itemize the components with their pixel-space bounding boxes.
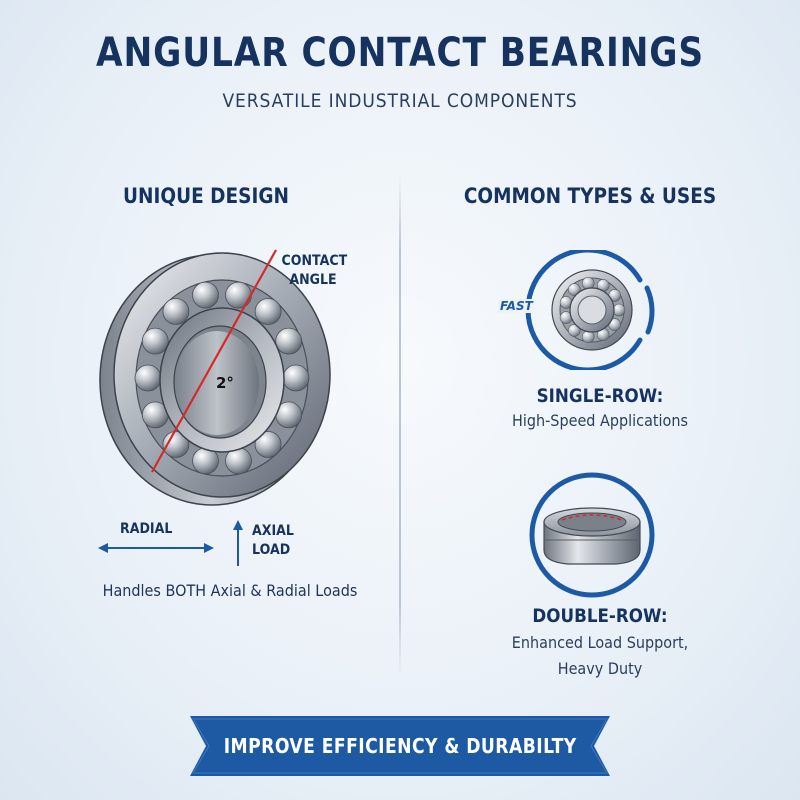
axial-arrow-icon [233, 520, 243, 566]
single-row-ball [568, 283, 581, 296]
axial-load-label: AXIAL LOAD [252, 522, 294, 560]
double-row-desc-line2: Heavy Duty [557, 659, 643, 678]
single-row-title: SINGLE-ROW: [536, 385, 664, 407]
banner-text: IMPROVE EFFICIENCY & DURABILTY [190, 716, 610, 776]
load-arrows [98, 520, 243, 566]
fast-badge: FAST [498, 299, 535, 313]
contact-angle-label-line2: ANGLE [289, 272, 337, 288]
bearing-ball [254, 298, 282, 325]
single-row-ball [568, 324, 581, 337]
axial-label-line2: LOAD [252, 542, 291, 558]
radial-label: RADIAL [120, 521, 173, 537]
bearing-ball [254, 431, 282, 458]
radial-arrow-icon [98, 543, 214, 553]
bearing-ball [141, 327, 169, 355]
single-row-desc: High-Speed Applications [512, 411, 688, 430]
contact-angle-label-line1: CONTACT [281, 253, 348, 269]
double-row-bearing-icon [529, 472, 655, 598]
bearing-ball [134, 364, 162, 392]
double-row-desc-line1: Enhanced Load Support, [511, 633, 689, 652]
double-row-desc: Enhanced Load Support, Heavy Duty [429, 630, 771, 682]
unique-design-heading: UNIQUE DESIGN [123, 184, 289, 208]
bearing-ball [225, 281, 252, 309]
banner-label: IMPROVE EFFICIENCY & DURABILTY [223, 734, 577, 758]
bearing-ball [275, 327, 303, 355]
bearing-ball [162, 431, 190, 458]
axial-label-line1: AXIAL [252, 523, 294, 539]
loads-caption: Handles BOTH Axial & Radial Loads [102, 581, 358, 600]
angular-contact-bearing-icon: 2° [99, 249, 331, 506]
common-types-heading: COMMON TYPES & USES [463, 184, 717, 208]
contact-angle-label: CONTACT ANGLE [281, 252, 348, 290]
bearing-ball [282, 364, 310, 392]
bearing-ball [162, 298, 190, 325]
single-row-ball [612, 303, 626, 317]
call-to-action-banner [190, 716, 610, 776]
page-subtitle: VERSATILE INDUSTRIAL COMPONENTS [222, 90, 578, 112]
single-row-bearing-icon [525, 250, 655, 370]
page-title: ANGULAR CONTACT BEARINGS [95, 30, 705, 76]
angle-value: 2° [216, 374, 234, 392]
bearing-ball [192, 281, 219, 309]
column-divider [399, 174, 401, 676]
double-row-title: DOUBLE-ROW: [532, 605, 668, 627]
